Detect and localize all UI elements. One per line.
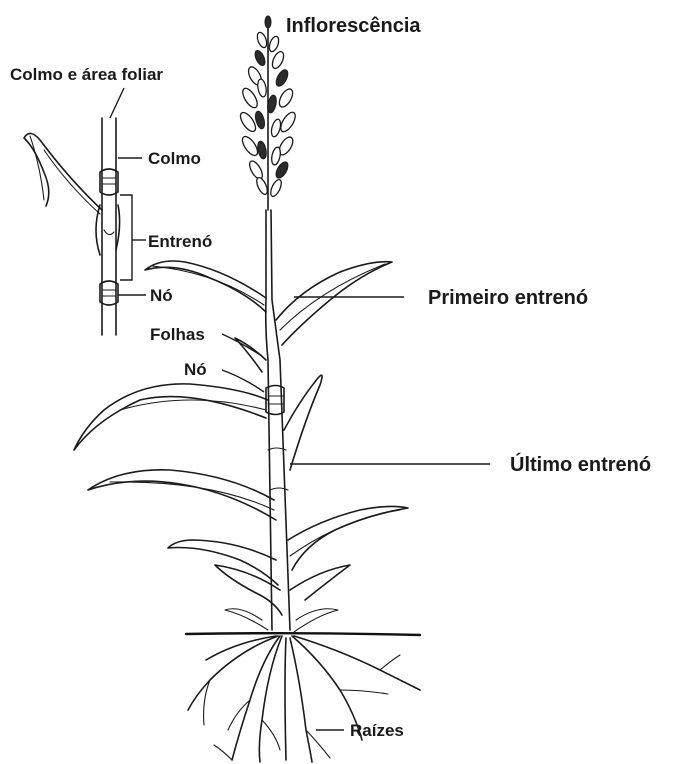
label-stalk: Colmo [148,150,201,167]
label-roots: Raízes [350,722,404,739]
label-last-internode: Último entrenó [510,455,651,475]
label-node-detail: Nó [150,287,173,304]
ground-line [186,633,420,635]
label-internode: Entrenó [148,233,212,250]
flag-leaf [276,262,392,345]
detail-leaf [24,133,102,210]
main-plant [74,16,490,762]
label-stalk-and-leaf-area: Colmo e área foliar [10,66,163,83]
label-leaves: Folhas [150,326,205,343]
label-inflorescence: Inflorescência [286,16,421,36]
stalk-detail-inset [24,88,146,335]
label-node: Nó [184,361,207,378]
panicle [238,16,298,210]
roots [188,636,420,762]
label-first-internode: Primeiro entrenó [428,288,588,308]
